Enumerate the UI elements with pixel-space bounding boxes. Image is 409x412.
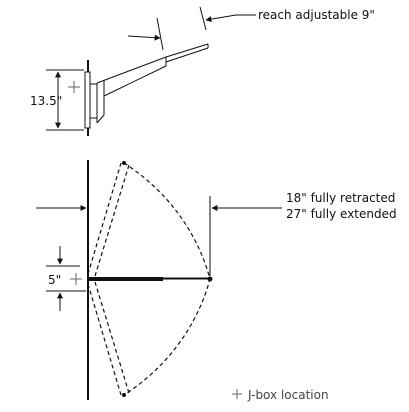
reach-label: reach adjustable 9"	[258, 8, 375, 22]
plus-icon	[70, 273, 82, 285]
post-bottom	[96, 114, 105, 124]
side-view: 13.5" reach adjustable 9"	[30, 6, 375, 136]
lower-arm-edge-a	[87, 283, 122, 396]
plus-icon	[232, 389, 242, 399]
upper-arm-dot	[122, 161, 126, 165]
arm-retracted-section	[89, 277, 163, 281]
offset-label: 5"	[48, 273, 61, 287]
reach-tick-left	[156, 17, 164, 51]
upper-arm-edge-b	[94, 164, 130, 277]
top-view: 18" fully retracted 27" fully extended 5…	[36, 160, 397, 400]
legend: J-box location	[232, 388, 329, 402]
lower-arm-dot	[122, 393, 126, 397]
upper-arm-edge-a	[87, 162, 122, 275]
swing-arc	[123, 162, 211, 396]
plus-icon	[68, 81, 80, 93]
arm-top-edge	[96, 56, 167, 84]
reach-tick-right	[199, 6, 207, 31]
extension-top	[165, 43, 209, 58]
retracted-label: 18" fully retracted	[286, 191, 395, 205]
reach-arrow-right	[205, 14, 237, 23]
wall-plate	[84, 71, 91, 129]
height-label: 13.5"	[30, 94, 62, 108]
reach-arrow-left	[127, 34, 161, 41]
extension-bottom	[165, 47, 209, 63]
lower-arm-edge-b	[94, 281, 130, 394]
legend-label: J-box location	[247, 388, 329, 402]
arm-bottom-edge	[103, 65, 167, 97]
extended-label: 27" fully extended	[286, 207, 397, 221]
